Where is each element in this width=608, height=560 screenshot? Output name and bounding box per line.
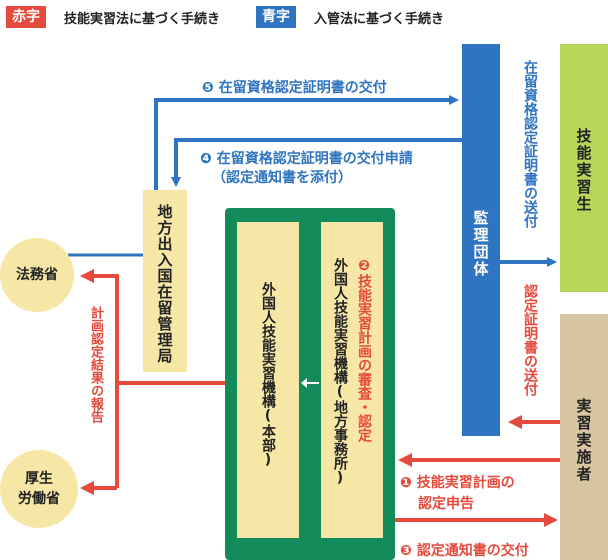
- supervising-org-label: 監理団体: [471, 210, 490, 278]
- legend-blue-chip: 青字: [256, 6, 296, 28]
- otit-head-label: 外国人技能実習機構(本部): [260, 282, 276, 468]
- ministry-justice-label: 法務省: [16, 267, 58, 283]
- step1-text-line2: 認定申告: [418, 496, 474, 512]
- step4-arrow: [171, 138, 462, 187]
- implementer-label: 実習実施者: [574, 398, 593, 483]
- step1-text-line1: ❶ 技能実習計画の: [400, 475, 515, 491]
- immigration-bureau-label: 地方出入国在留管理局: [155, 204, 174, 364]
- step4-text-line2: （認定通知書を添付）: [212, 170, 352, 186]
- internal-arrow-icon: [301, 378, 319, 388]
- send-to-implementer-label: 認定証明書の送付: [522, 284, 538, 396]
- otit-local-box: ❷技能実習計画の審査・認定 外国人技能実習機構(地方事務所): [321, 222, 383, 538]
- step4-text-line1: ❹ 在留資格認定証明書の交付申請: [200, 151, 413, 167]
- report-justice-arrow: [80, 269, 119, 488]
- implementer-box: 実習実施者: [560, 314, 608, 560]
- step5-text: ❺ 在留資格認定証明書の交付: [202, 80, 387, 96]
- step5-arrow: [154, 95, 459, 190]
- send-to-trainee-label: 在留資格認定証明書の送付: [522, 60, 538, 228]
- ministry-health-label-line2: 労働省: [18, 491, 60, 507]
- trainee-label: 技能実習生: [574, 128, 593, 213]
- immigration-bureau-box: 地方出入国在留管理局: [143, 190, 187, 372]
- otit-local-label: 外国人技能実習機構(地方事務所): [332, 258, 348, 486]
- ministry-health-node: 厚生 労働省: [0, 450, 78, 528]
- ministry-justice-node: 法務省: [0, 238, 74, 312]
- report-label: 計画認定結果の報告: [88, 306, 103, 423]
- legend-red-chip: 赤字: [6, 6, 46, 28]
- otit-head-box: 外国人技能実習機構(本部): [237, 222, 299, 538]
- ministry-health-label-line1: 厚生: [25, 471, 53, 487]
- supervising-org-box: 監理団体: [462, 44, 500, 436]
- step3-text: ❸ 認定通知書の交付: [400, 543, 529, 559]
- trainee-box: 技能実習生: [560, 44, 608, 292]
- legend-blue-text: 入管法に基づく手続き: [314, 12, 445, 27]
- step2-label: ❷技能実習計画の審査・認定: [356, 258, 372, 442]
- legend-red-text: 技能実習法に基づく手続き: [64, 12, 221, 27]
